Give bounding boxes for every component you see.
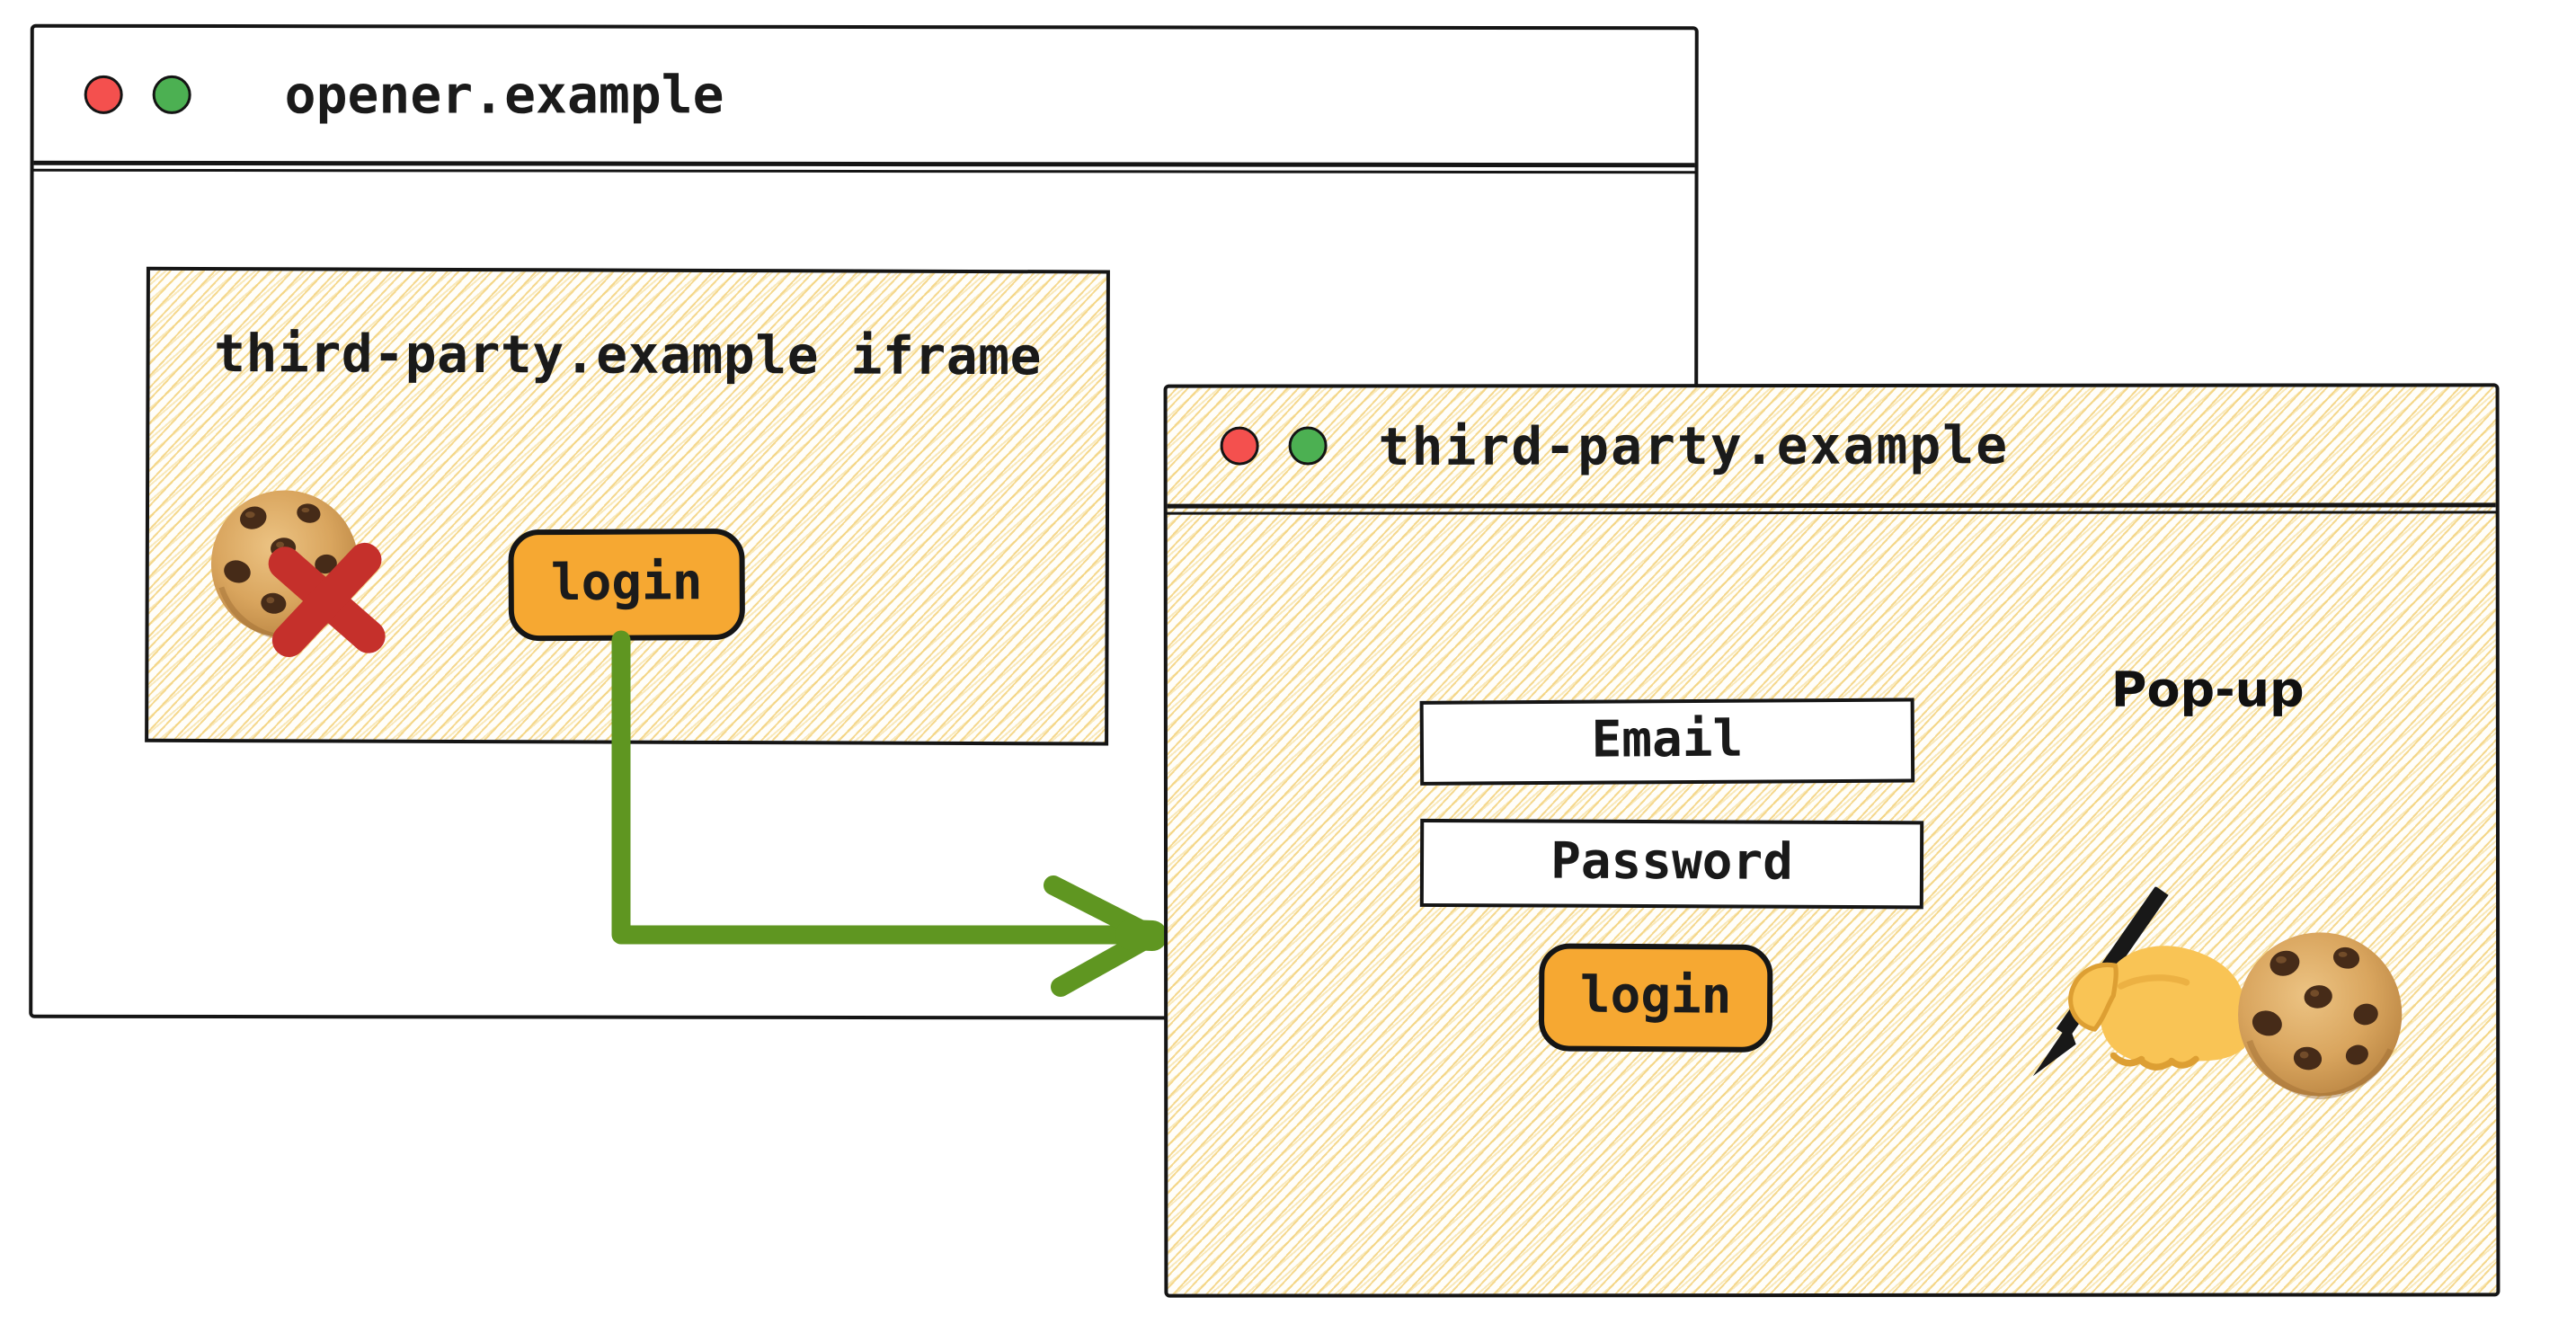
traffic-light-red-icon[interactable] bbox=[84, 75, 123, 114]
third-party-iframe-panel: third-party.example iframe login bbox=[145, 266, 1110, 746]
password-field[interactable] bbox=[1419, 818, 1924, 910]
popup-window-title: third-party.example bbox=[1378, 413, 2010, 477]
opener-window-title: opener.example bbox=[284, 64, 724, 126]
writing-hand-icon bbox=[2020, 885, 2245, 1112]
popup-label: Pop-up bbox=[2110, 661, 2305, 718]
traffic-light-green-icon[interactable] bbox=[1288, 426, 1328, 466]
iframe-login-button[interactable]: login bbox=[508, 528, 746, 642]
opener-titlebar: opener.example bbox=[33, 27, 1695, 168]
popup-titlebar: third-party.example bbox=[1167, 387, 2496, 509]
cross-mark-icon bbox=[270, 549, 383, 650]
popup-window: third-party.example Pop-up login bbox=[1163, 383, 2500, 1298]
blocked-cookie-group bbox=[205, 484, 364, 644]
popup-login-button[interactable]: login bbox=[1538, 943, 1773, 1053]
traffic-light-green-icon[interactable] bbox=[152, 75, 191, 114]
cookie-icon bbox=[2232, 926, 2408, 1102]
traffic-light-red-icon[interactable] bbox=[1220, 426, 1259, 466]
iframe-heading: third-party.example iframe bbox=[214, 323, 1043, 387]
email-field[interactable] bbox=[1419, 698, 1915, 786]
